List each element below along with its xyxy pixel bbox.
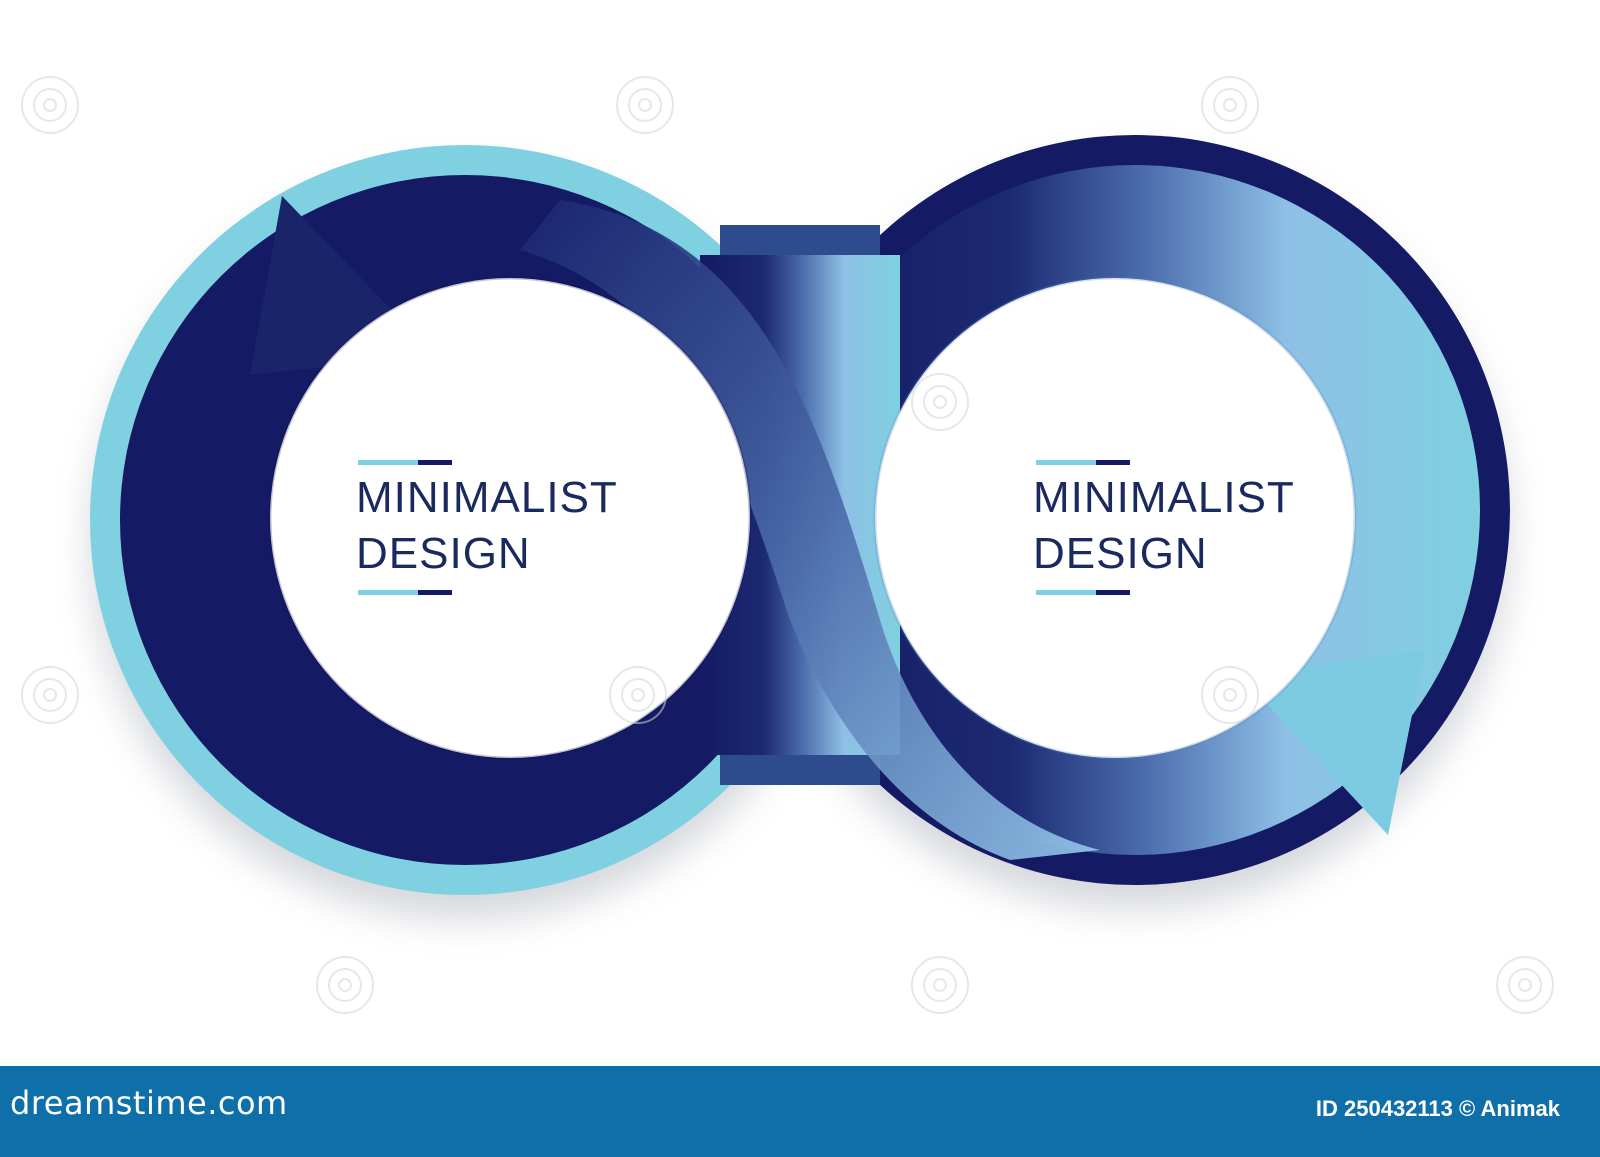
right-bottom-rule-light	[1036, 590, 1096, 595]
right-top-rule-light	[1036, 460, 1096, 465]
left-top-rule-dark	[418, 460, 452, 465]
right-hole	[875, 278, 1355, 758]
left-label-line2: DESIGN	[356, 529, 531, 578]
footer-image-id: ID 250432113 © Animak	[1315, 1096, 1560, 1121]
watermark-spirals	[21, 76, 1554, 1014]
left-label: MINIMALIST DESIGN	[356, 470, 656, 582]
footer-bar: dreamstime.com ID 250432113 © Animak	[0, 1066, 1600, 1157]
left-label-line1: MINIMALIST	[356, 473, 618, 522]
left-hole-edge	[268, 276, 752, 760]
right-top-rule-dark	[1096, 460, 1130, 465]
left-bottom-rule-dark	[418, 590, 452, 595]
left-top-rule-light	[358, 460, 418, 465]
right-arrow-head	[1240, 650, 1425, 835]
right-label-line2: DESIGN	[1033, 529, 1208, 578]
crossing-band	[520, 200, 1100, 860]
left-bottom-rule-light	[358, 590, 418, 595]
footer-logo[interactable]: dreamstime.com	[10, 1084, 288, 1122]
right-hole-edge	[873, 276, 1357, 760]
right-bottom-rule-dark	[1096, 590, 1130, 595]
right-label: MINIMALIST DESIGN	[1033, 470, 1333, 582]
right-label-line1: MINIMALIST	[1033, 473, 1295, 522]
infinity-diagram	[21, 76, 1554, 1014]
left-hole	[270, 278, 750, 758]
